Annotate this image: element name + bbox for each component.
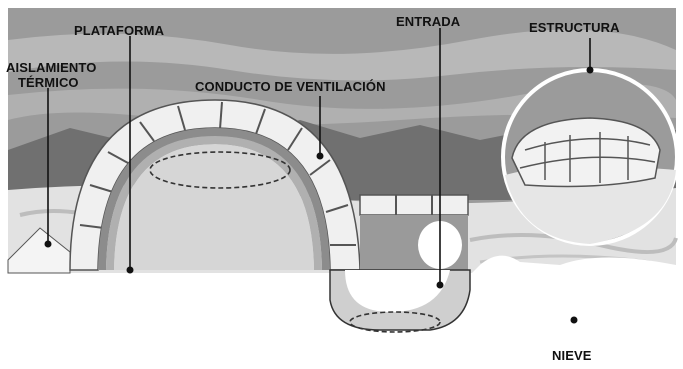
dome-interior [114,144,314,270]
label-estructura: ESTRUCTURA [529,20,620,35]
label-plataforma: PLATAFORMA [74,23,165,38]
tunnel-passage [345,270,450,312]
entrance-tunnel [329,194,471,333]
cloud-band [8,29,676,81]
label-nieve: NIEVE [552,348,592,363]
structure-inset [501,68,679,246]
label-aislamiento-line1: AISLAMIENTO [6,60,97,75]
leader-lines [44,28,594,324]
tunnel-roof [359,194,469,216]
label-entrada: ENTRADA [396,14,461,29]
platform-outline [149,151,291,189]
label-conducto: CONDUCTO DE VENTILACIÓN [195,79,386,94]
inset-igloo [511,117,661,188]
label-aislamiento-line2: TÉRMICO [18,75,79,90]
cold-trap-outline [349,311,441,333]
